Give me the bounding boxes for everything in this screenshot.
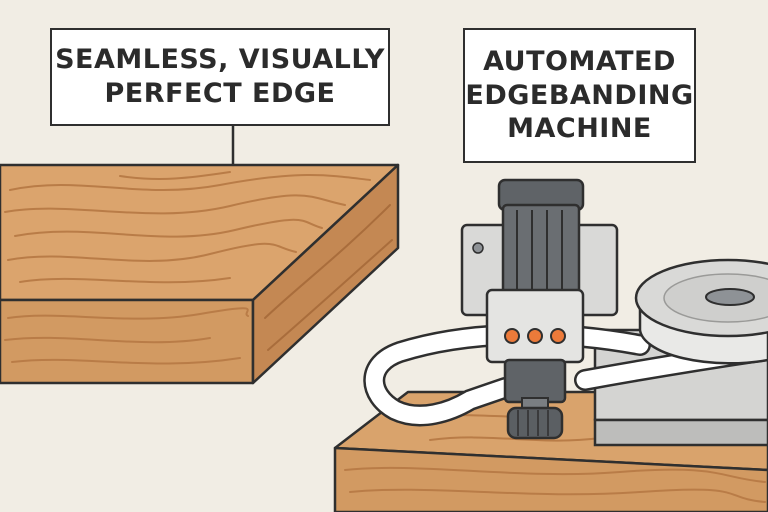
spindle-housing <box>503 358 567 404</box>
wooden-panel <box>0 126 400 385</box>
edge-label-line-1: SEAMLESS, VISUALLY <box>55 44 385 76</box>
plate-bolt-icon <box>472 242 484 254</box>
indicator-light-2 <box>527 328 543 344</box>
motor-fins <box>516 210 563 290</box>
edge-callout-label: SEAMLESS, VISUALLY PERFECT EDGE <box>50 28 390 126</box>
edge-label-line-2: PERFECT EDGE <box>104 78 336 109</box>
machine-callout-label: AUTOMATED EDGEBANDING MACHINE <box>463 28 696 163</box>
machine-label-line-1: AUTOMATED <box>483 45 676 77</box>
panel-side-grain <box>264 204 393 351</box>
machine-label-line-2: EDGEBANDING <box>465 79 694 111</box>
machine-label-line-3: MACHINE <box>507 113 652 145</box>
machine-head <box>460 178 619 440</box>
roller-ribs <box>517 410 549 436</box>
roll-hub <box>705 288 755 306</box>
panel-front-grain <box>4 307 249 365</box>
indicator-light-3 <box>550 328 566 344</box>
control-box <box>485 288 585 364</box>
indicator-light-1 <box>504 328 520 344</box>
pressure-roller <box>506 406 564 440</box>
panel-side-face <box>251 163 400 385</box>
panel-top-grain <box>4 171 371 284</box>
workpiece-front-face <box>333 446 768 512</box>
motor-body <box>501 203 581 295</box>
